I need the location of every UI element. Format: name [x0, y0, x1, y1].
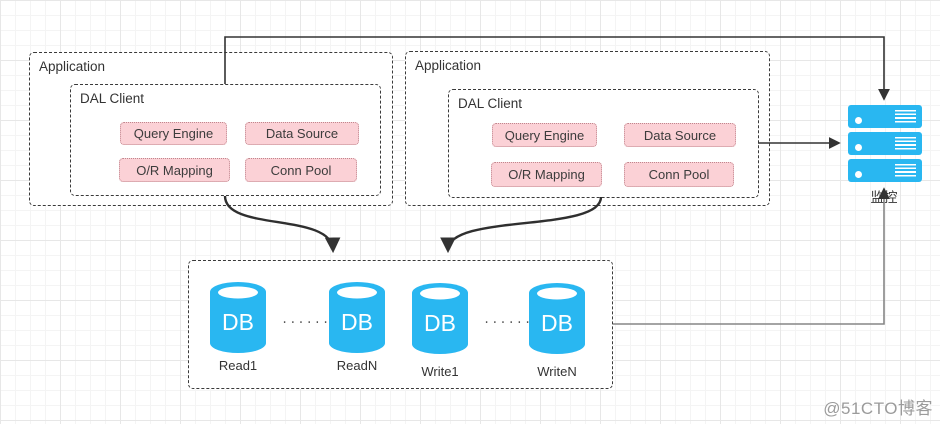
db-node-write1: DB Write1 [411, 282, 469, 379]
db-label: DB [424, 310, 456, 336]
ellipsis-write: ...... [483, 313, 533, 327]
arrow-db-cluster-to-monitor-bottom [613, 187, 890, 325]
server-row [848, 105, 922, 128]
module-or-mapping-1: O/R Mapping [119, 158, 230, 182]
server-vents-icon [895, 110, 916, 123]
module-conn-pool-1: Conn Pool [245, 158, 357, 182]
db-node-writen: DB WriteN [528, 282, 586, 379]
monitor-label: 监控 [870, 190, 898, 205]
server-led-icon [855, 171, 862, 178]
db-caption-write1: Write1 [421, 364, 459, 379]
server-vents-icon [895, 137, 916, 150]
database-cylinder-icon: DB [329, 282, 385, 353]
application-2-title: Application [415, 58, 482, 73]
database-cylinder-icon: DB [529, 283, 585, 354]
db-label: DB [541, 310, 573, 336]
server-vents-icon [895, 164, 916, 177]
db-label: DB [222, 309, 254, 335]
database-cylinder-icon: DB [210, 282, 266, 353]
application-1-title: Application [39, 59, 106, 74]
dal-client-1-title: DAL Client [80, 91, 145, 106]
module-data-source-2: Data Source [624, 123, 736, 147]
module-data-source-1: Data Source [245, 122, 359, 145]
dal-client-box-2: DAL Client Query Engine Data Source O/R … [448, 89, 759, 198]
server-row [848, 132, 922, 155]
db-label: DB [341, 309, 373, 335]
db-cluster-box: DB Read1 ...... DB ReadN DB Write1 .....… [188, 260, 613, 389]
module-query-engine-2: Query Engine [492, 123, 597, 147]
dal-client-box-1: DAL Client Query Engine Data Source O/R … [70, 84, 381, 196]
module-or-mapping-2: O/R Mapping [491, 162, 602, 187]
watermark: @51CTO博客 [823, 399, 933, 418]
server-led-icon [855, 144, 862, 151]
application-box-1: Application DAL Client Query Engine Data… [29, 52, 393, 206]
db-caption-writen: WriteN [537, 364, 577, 379]
application-box-2: Application DAL Client Query Engine Data… [405, 51, 770, 206]
db-node-readn: DB ReadN [328, 281, 386, 373]
dal-client-2-title: DAL Client [458, 96, 523, 111]
module-conn-pool-2: Conn Pool [624, 162, 734, 187]
db-node-read1: DB Read1 [209, 281, 267, 373]
server-row [848, 159, 922, 182]
ellipsis-read: ...... [281, 313, 331, 327]
module-query-engine-1: Query Engine [120, 122, 227, 145]
server-led-icon [855, 117, 862, 124]
db-caption-readn: ReadN [336, 358, 378, 373]
database-cylinder-icon: DB [412, 283, 468, 354]
db-caption-read1: Read1 [218, 358, 258, 373]
